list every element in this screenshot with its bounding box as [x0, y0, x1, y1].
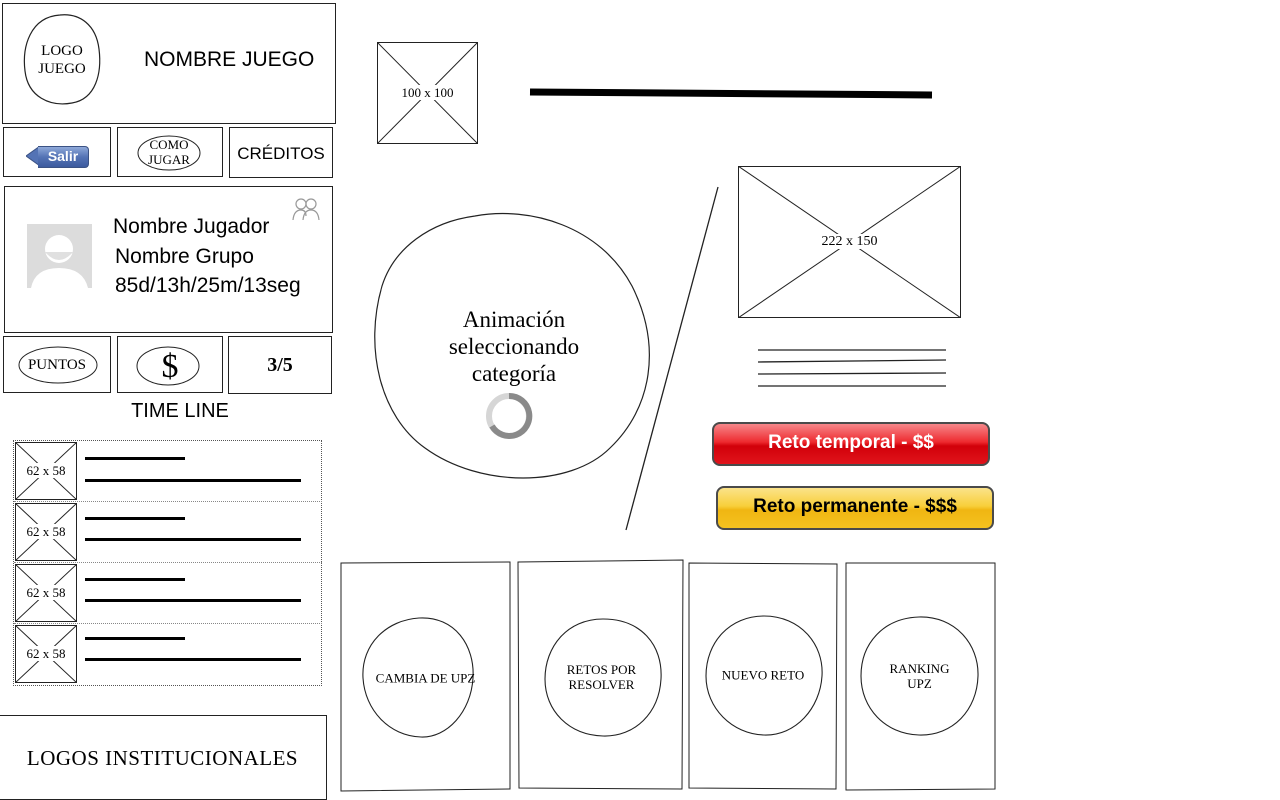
game-title: NOMBRE JUEGO	[144, 48, 315, 71]
timeline-item[interactable]: 62 x 58	[14, 624, 322, 684]
timeline-short-line	[85, 517, 185, 520]
timeline-long-line	[85, 599, 301, 602]
user-avatar-icon	[27, 224, 92, 288]
points-label: PUNTOS	[27, 357, 87, 373]
timeline-long-line	[85, 658, 301, 661]
thumbnail-size: 62 x 58	[25, 585, 67, 600]
ranking-upz-label: RANKING UPZ	[889, 661, 950, 691]
credits-button[interactable]: CRÉDITOS	[229, 127, 333, 178]
how-to-play-button[interactable]	[136, 134, 202, 172]
exit-button-box: Salir	[3, 127, 111, 177]
money-symbol: $	[161, 348, 179, 385]
progress-box: 3/5	[228, 336, 332, 394]
group-users-icon	[292, 198, 320, 221]
header-divider-line	[529, 88, 933, 99]
how-to-play-label: COMO JUGAR	[148, 137, 190, 167]
points-badge	[18, 346, 98, 384]
game-logo	[23, 14, 101, 105]
category-animation-area	[374, 213, 650, 479]
timeline-short-line	[85, 457, 185, 460]
timeline-item[interactable]: 62 x 58	[14, 563, 322, 624]
thumbnail-size: 62 x 58	[25, 463, 67, 478]
points-box: PUNTOS	[3, 336, 111, 393]
timeline-list: 62 x 58 62 x 58 62 x 58 62 x 58	[13, 440, 322, 686]
exit-button[interactable]: Salir	[26, 146, 90, 168]
loading-spinner-icon	[486, 392, 533, 439]
elapsed-time: 85d/13h/25m/13seg	[115, 274, 301, 297]
timeline-thumbnail: 62 x 58	[15, 564, 77, 622]
player-name: Nombre Jugador	[113, 215, 270, 238]
top-image-placeholder: 100 x 100	[377, 42, 478, 144]
ranking-upz-card[interactable]: RANKING UPZ	[845, 562, 996, 791]
logo-text: LOGO JUEGO	[38, 43, 86, 77]
back-arrow-icon	[26, 146, 40, 166]
diagonal-separator	[625, 186, 719, 531]
game-header: LOGO JUEGO NOMBRE JUEGO	[2, 3, 336, 124]
institutional-logos-label: LOGOS INSTITUCIONALES	[26, 746, 299, 770]
thumbnail-size: 62 x 58	[25, 524, 67, 539]
progress-count: 3/5	[267, 354, 293, 376]
new-challenge-card[interactable]: NUEVO RETO	[688, 562, 838, 790]
card-frame	[340, 561, 511, 792]
permanent-challenge-button[interactable]: Reto permanente - $$$	[716, 486, 994, 530]
timeline-short-line	[85, 578, 185, 581]
timeline-long-line	[85, 538, 301, 541]
institutional-logos: LOGOS INSTITUCIONALES	[0, 715, 327, 800]
card-frame	[517, 559, 684, 790]
temporary-challenge-button[interactable]: Reto temporal - $$	[712, 422, 990, 466]
money-badge	[136, 346, 200, 386]
timeline-title: TIME LINE	[131, 400, 229, 422]
top-image-size: 100 x 100	[400, 85, 455, 100]
change-upz-card[interactable]: CAMBIA DE UPZ	[339, 560, 512, 792]
credits-label: CRÉDITOS	[237, 144, 325, 163]
card-frame	[845, 562, 996, 791]
thumbnail-size: 62 x 58	[25, 646, 67, 661]
timeline-short-line	[85, 637, 185, 640]
pending-challenges-card[interactable]: RETOS POR RESOLVER	[517, 559, 684, 791]
new-challenge-label: NUEVO RETO	[721, 667, 805, 683]
challenge-image-placeholder: 222 x 150	[738, 166, 961, 318]
timeline-item[interactable]: 62 x 58	[14, 441, 322, 502]
card-frame	[688, 562, 838, 790]
timeline-thumbnail: 62 x 58	[15, 503, 77, 561]
pending-challenges-label: RETOS POR RESOLVER	[566, 662, 637, 692]
challenge-image-size: 222 x 150	[820, 234, 879, 249]
animation-text: Animación seleccionando categoría	[448, 307, 580, 386]
how-to-play-box: COMO JUGAR	[117, 127, 223, 177]
challenge-description-lines	[757, 349, 947, 387]
timeline-item[interactable]: 62 x 58	[14, 502, 322, 563]
timeline-thumbnail: 62 x 58	[15, 625, 77, 683]
group-name: Nombre Grupo	[115, 245, 254, 268]
player-card: Nombre Jugador Nombre Grupo 85d/13h/25m/…	[4, 186, 333, 333]
exit-label: Salir	[38, 146, 89, 168]
change-upz-label: CAMBIA DE UPZ	[375, 670, 476, 686]
timeline-long-line	[85, 479, 301, 482]
timeline-thumbnail: 62 x 58	[15, 442, 77, 500]
money-box: $	[117, 336, 223, 393]
